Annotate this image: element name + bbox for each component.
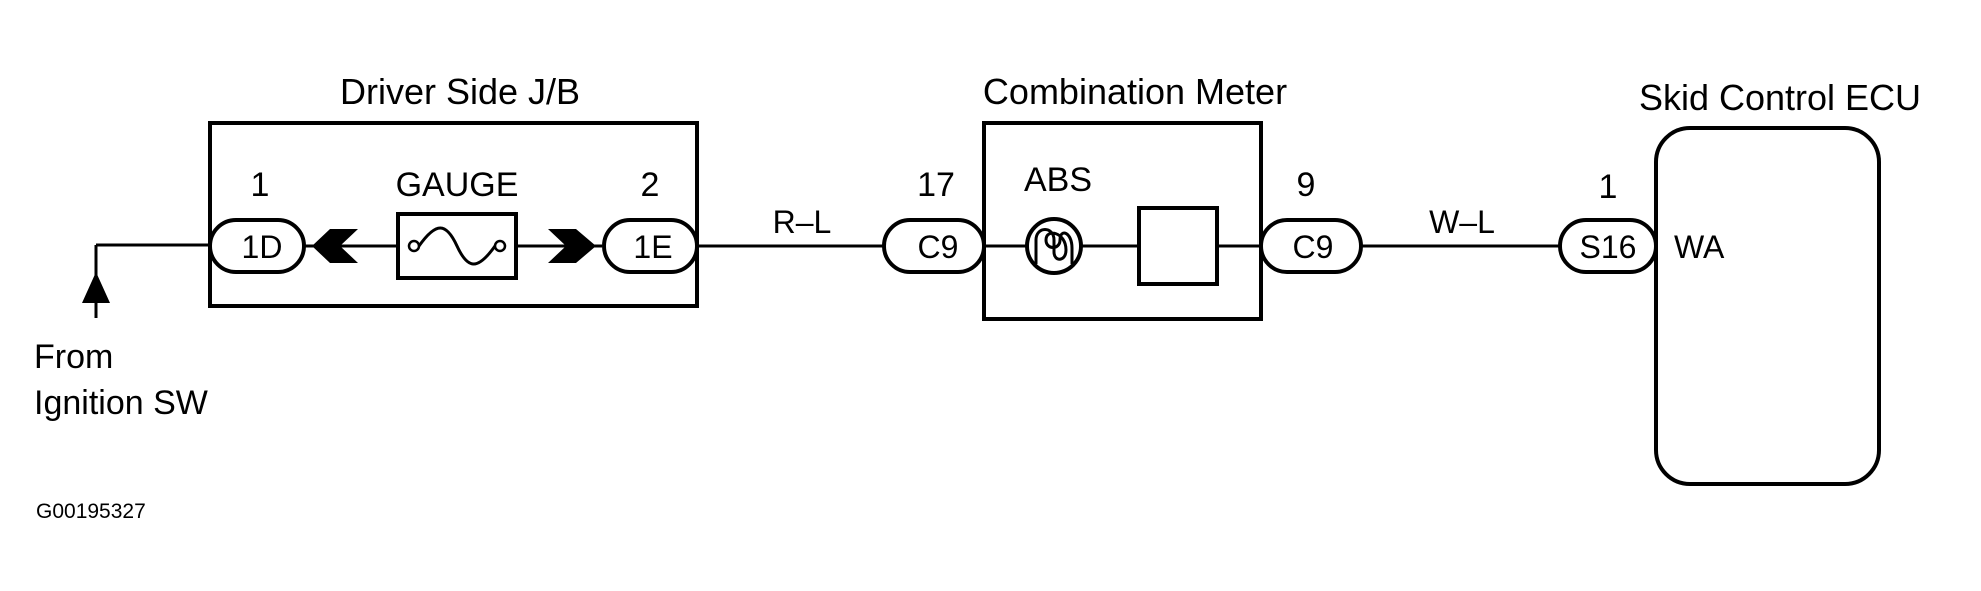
meter-right-connector-label: C9 (1293, 229, 1334, 265)
ecu-connector-label: S16 (1580, 229, 1637, 265)
combination-meter: Combination Meter 17 C9 ABS 9 C9 (882, 71, 1363, 321)
jb-left-pin-number: 1 (251, 166, 270, 204)
meter-left-connector-label: C9 (918, 229, 959, 265)
source-label-line2: Ignition SW (34, 384, 208, 422)
source-arrow-icon (82, 272, 110, 303)
ecu-title: Skid Control ECU (1639, 77, 1921, 118)
jb-left-terminal-icon (312, 229, 358, 263)
abs-lamp-label: ABS (1024, 161, 1092, 199)
combination-meter-title: Combination Meter (983, 71, 1287, 112)
fuse-left-contact (407, 239, 421, 253)
ecu-pin-number: 1 (1599, 168, 1618, 206)
wire-2-color-code: W–L (1429, 204, 1495, 240)
jb-right-connector-label: 1E (633, 229, 672, 265)
ecu-frame (1654, 126, 1881, 486)
junction-block-frame (208, 121, 699, 308)
ignition-source: From Ignition SW (34, 243, 210, 422)
combination-meter-frame (982, 121, 1263, 321)
ecu-connector (1558, 218, 1658, 274)
fuse-right-contact (493, 239, 507, 253)
meter-right-pin-number: 9 (1297, 166, 1316, 204)
junction-block-title: Driver Side J/B (340, 71, 580, 112)
wire-1-color-code: R–L (773, 204, 832, 240)
skid-control-ecu: Skid Control ECU 1 S16 WA (1558, 77, 1921, 486)
junction-block: Driver Side J/B 1 1D GAUGE 2 1E (208, 71, 699, 308)
ecu-terminal-label: WA (1674, 229, 1725, 265)
jb-right-terminal-icon (548, 229, 596, 263)
source-label-line1: From (34, 338, 113, 376)
figure-id: G00195327 (36, 500, 146, 523)
jb-right-pin-number: 2 (641, 166, 660, 204)
fuse-label: GAUGE (396, 166, 519, 204)
wire-1: R–L (697, 204, 884, 248)
meter-left-pin-number: 17 (917, 166, 955, 204)
jb-left-connector-label: 1D (242, 229, 283, 265)
meter-circuit-box (1137, 206, 1219, 286)
wire-2: W–L (1361, 204, 1560, 248)
fuse-element-icon (417, 226, 497, 266)
abs-lamp-filament-icon (1034, 228, 1074, 264)
